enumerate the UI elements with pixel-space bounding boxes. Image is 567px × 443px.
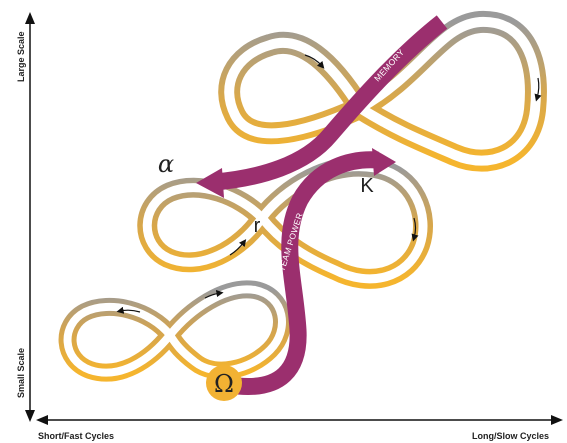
y-axis-bottom-label: Small Scale: [16, 348, 26, 398]
alpha-label: α: [158, 150, 174, 178]
y-axis: [25, 12, 35, 422]
omega-label: Ω: [214, 370, 234, 398]
x-axis: [36, 415, 563, 425]
small-scale-loop: [68, 289, 282, 372]
r-label: r: [254, 215, 261, 237]
x-axis-right-label: Long/Slow Cycles: [472, 431, 549, 441]
x-axis-arrow-left: [36, 415, 48, 425]
y-axis-arrow-up: [25, 12, 35, 24]
y-axis-arrow-down: [25, 410, 35, 422]
k-label: K: [360, 175, 374, 197]
x-axis-arrow-right: [551, 415, 563, 425]
x-axis-left-label: Short/Fast Cycles: [38, 431, 114, 441]
large-scale-loop: [229, 22, 539, 161]
y-axis-top-label: Large Scale: [16, 31, 26, 82]
